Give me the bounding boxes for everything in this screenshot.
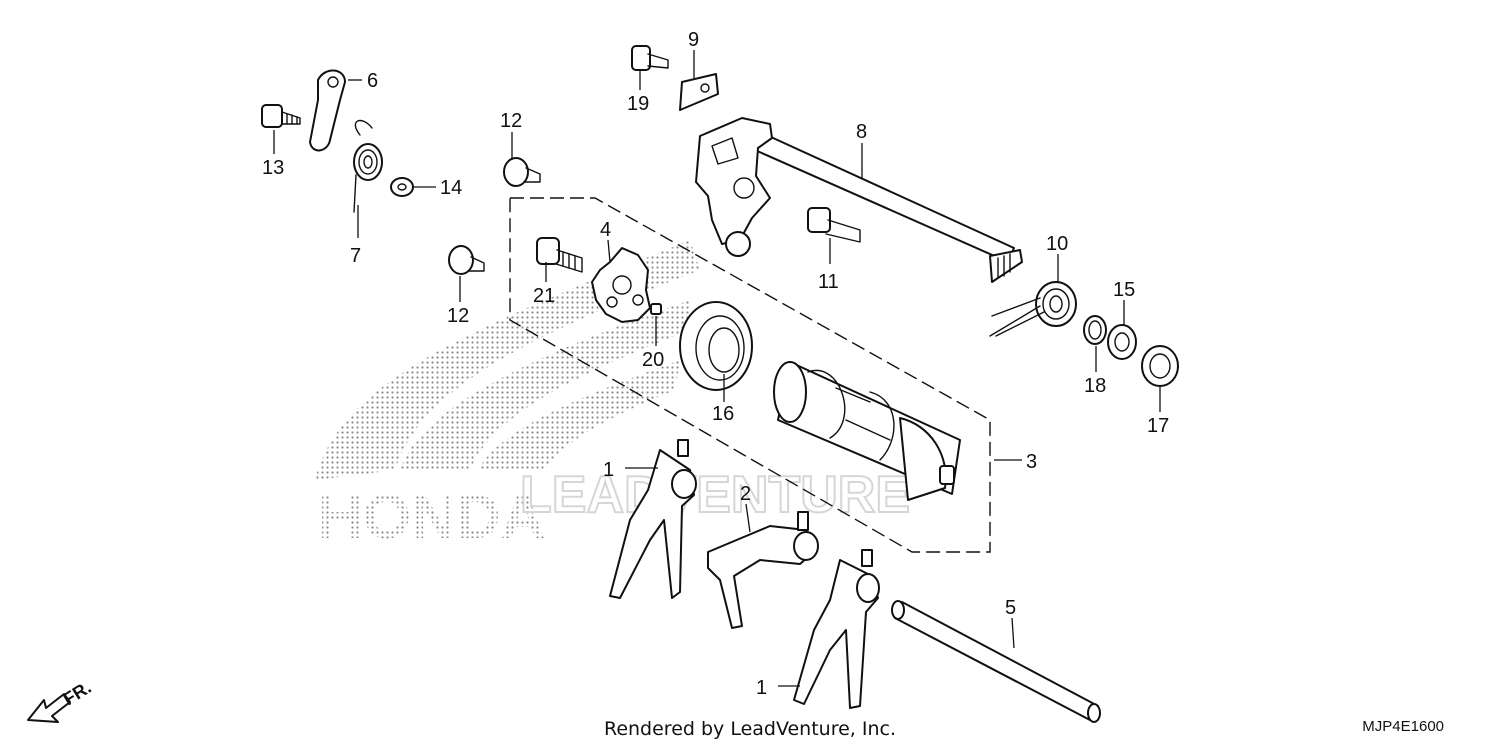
callout-8: 8 [856, 121, 867, 143]
part-20-dowel-pin [650, 303, 662, 315]
callout-12-lower: 12 [447, 305, 469, 327]
part-5-fork-shaft [891, 600, 1101, 723]
renderer-credit: Rendered by LeadVenture, Inc. [603, 718, 897, 740]
part-1-shift-fork-lower [793, 549, 880, 709]
diagram-code: MJP4E1600 [1362, 718, 1444, 735]
callout-3: 3 [1026, 451, 1037, 473]
callout-7: 7 [350, 245, 361, 267]
part-2-shift-fork [707, 511, 819, 629]
part-14-washer [390, 177, 414, 197]
part-11-bolt [807, 207, 861, 243]
callout-1-lower: 1 [756, 677, 767, 699]
callout-21: 21 [533, 285, 555, 307]
callout-19: 19 [627, 93, 649, 115]
callout-16: 16 [712, 403, 734, 425]
part-16-bearing [679, 301, 753, 391]
part-18-circlip [1083, 315, 1107, 345]
callout-11: 11 [818, 271, 839, 293]
callout-1-upper: 1 [603, 459, 614, 481]
assembly-outline [509, 197, 991, 553]
part-3-shift-drum [773, 361, 961, 501]
callout-4: 4 [600, 219, 611, 241]
part-12-bolt-lower [448, 245, 485, 275]
callout-12-upper: 12 [500, 110, 522, 132]
callout-2: 2 [740, 483, 751, 505]
callout-20: 20 [642, 349, 664, 371]
watermark-renderer: LEADVENTURE [520, 466, 910, 524]
part-6-stopper-arm [309, 69, 346, 152]
callout-14: 14 [440, 177, 462, 199]
part-12-bolt-upper [503, 157, 541, 187]
part-21-bolt [536, 237, 583, 273]
callout-13: 13 [262, 157, 284, 179]
callout-18: 18 [1084, 375, 1106, 397]
part-7-spring [353, 119, 383, 213]
leader-lines [273, 50, 1161, 687]
callout-5: 5 [1005, 597, 1016, 619]
part-13-bolt [261, 104, 301, 128]
callout-17: 17 [1147, 415, 1169, 437]
part-8-shift-spindle [695, 117, 1023, 283]
callout-6: 6 [367, 70, 378, 92]
callout-15: 15 [1113, 279, 1135, 301]
part-10-return-spring [989, 281, 1077, 337]
part-1-shift-fork-upper [609, 439, 697, 599]
part-19-bolt [631, 45, 669, 71]
callout-9: 9 [688, 29, 699, 51]
part-15-washer [1107, 324, 1137, 360]
callout-10: 10 [1046, 233, 1068, 255]
front-direction-arrow-icon: FR. [27, 677, 95, 723]
part-4-star-cam [591, 247, 651, 323]
watermark-brand: HONDA [318, 483, 545, 552]
part-9-plate [679, 73, 719, 111]
part-17-oil-seal [1141, 345, 1179, 387]
